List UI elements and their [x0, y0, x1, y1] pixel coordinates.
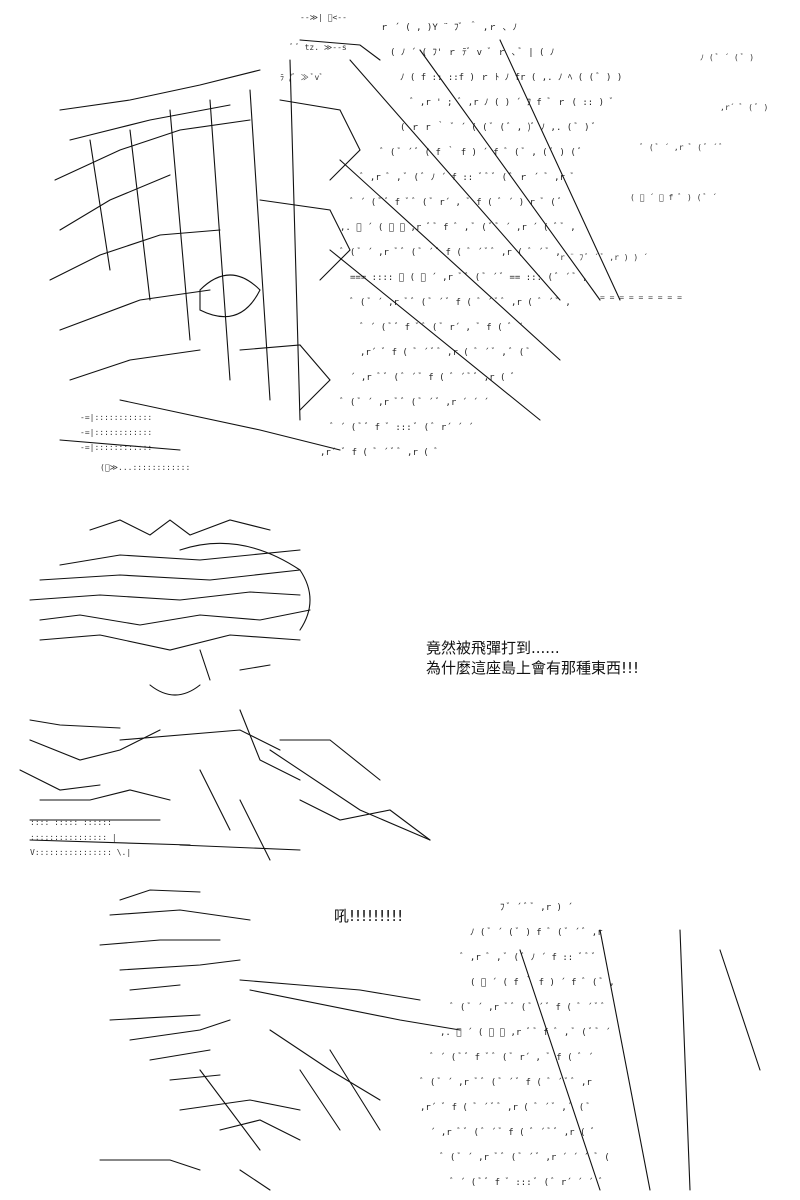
- svg-text:ﾞ ( ﾞ ´ ,r ﾞ ﾞ ( ﾞ ´ ﾞ f ( ﾞ: ﾞ ( ﾞ ´ ,r ﾞ ﾞ ( ﾞ ´ ﾞ f ( ﾞ ´ ﾞ ﾞ ,r ( …: [340, 247, 561, 258]
- svg-text:V:::::::::::::::: \.|: V:::::::::::::::: \.|: [30, 848, 131, 857]
- svg-text:ﾞ ´ ( ﾞ ﾞ f ﾞ ﾞ ( ﾞ r´ , ﾞ: ﾞ ´ ( ﾞ ﾞ f ﾞ ﾞ ( ﾞ r´ , ﾞ f ( ﾞ ´: [360, 322, 523, 333]
- svg-text:ﾞ ´ ( ﾞ ﾞ f ﾞ ::: ﾞ ( ﾞ r´ ´ ´: ﾞ ´ ( ﾞ ﾞ f ﾞ ::: ﾞ ( ﾞ r´ ´ ´ ﾞ: [450, 1177, 603, 1188]
- svg-text:ﾉ ( f :: ::f ) ｒ ﾄ ﾉ fr (: ﾉ ( f :: ::f ) ｒ ﾄ ﾉ fr ( ,. ﾉ ﾍ ( ( ﾞ )…: [400, 72, 622, 83]
- svg-text:´ ,r ﾞ ﾞ ( ﾞ ´ ﾞ f ( ﾞ ´ ﾞ ﾞ ,: ´ ,r ﾞ ﾞ ( ﾞ ´ ﾞ f ( ﾞ ´ ﾞ ﾞ ,r ( ﾞ: [430, 1127, 595, 1138]
- svg-text:ﾞ ( ﾞ ´ ,r ﾞ ﾞ ( ﾞ ´ ﾞ ,r ´ ´: ﾞ ( ﾞ ´ ,r ﾞ ﾞ ( ﾞ ´ ﾞ ,r ´ ´ ´: [340, 397, 489, 408]
- svg-text:ﾞ ,r ﾞ , ﾞ ( ﾞ ﾉ ´ f :: ﾞ ﾞ: ﾞ ,r ﾞ , ﾞ ( ﾞ ﾉ ´ f :: ﾞ ﾞ ﾞ: [460, 952, 596, 963]
- man-body: [19, 709, 431, 861]
- svg-text:ﾌ ﾞ ´ ﾞ ﾞ ,r ) ´: ﾌ ﾞ ´ ﾞ ﾞ ,r ) ´: [500, 902, 573, 913]
- debris-figure-left: [49, 39, 381, 451]
- svg-text:ﾞ ´ ( ﾞ ﾞ f ﾞ ::: ﾞ ( ﾞ r´ ´ ´: ﾞ ´ ( ﾞ ﾞ f ﾞ ::: ﾞ ( ﾞ r´ ´ ´: [330, 422, 473, 433]
- shout-text: 吼!!!!!!!!!: [334, 907, 404, 925]
- svg-text:ﾞ ( ﾞ ´ ,r ﾞ ﾞ ( ﾞ ´ ﾞ f ( ﾞ: ﾞ ( ﾞ ´ ,r ﾞ ﾞ ( ﾞ ´ ﾞ f ( ﾞ ´ ﾞ ﾞ ,r ( …: [350, 297, 571, 308]
- svg-text:,r´ ﾞ f ( ﾞ ´ ﾞ ﾞ ,r ( ﾞ: ,r´ ﾞ f ( ﾞ ´ ﾞ ﾞ ,r ( ﾞ: [320, 447, 439, 458]
- shout-art: ﾌ ﾞ ´ ﾞ ﾞ ,r ) ´ ﾉ ( ﾞ ´ ( ﾞ ) f ﾞ ( ﾞ ´…: [99, 889, 761, 1191]
- speed-lines: [329, 39, 621, 421]
- svg-text:,r´ ﾞ ( ﾞ ): ,r´ ﾞ ( ﾞ ): [720, 102, 768, 112]
- dialogue-line-2: 為什麼這座島上會有那種東西!!!: [426, 659, 640, 677]
- svg-text:ﾞ ( ﾞ ´ ,r ﾞ ( ﾞ ´ ﾞ: ﾞ ( ﾞ ´ ,r ﾞ ( ﾞ ´ ﾞ: [640, 142, 723, 152]
- svg-text:r ¨ ﾌ ﾞ ´ ﾞ ,r ) ) ´: r ¨ ﾌ ﾞ ´ ﾞ ,r ) ) ´: [560, 252, 648, 262]
- svg-text::::: ::::: ::::::: :::: ::::: ::::::: [30, 818, 112, 827]
- svg-text::::::::::::::::: |: :::::::::::::::: |: [30, 833, 117, 842]
- man-head: [29, 519, 311, 696]
- svg-text:,. ﾞ ´ ( ﾞ ﾞ ,r ﾞ ﾞ f ﾞ , ﾞ: ,. ﾞ ´ ( ﾞ ﾞ ,r ﾞ ﾞ f ﾞ , ﾞ ( ﾞ ﾞ ´ ,r ´…: [340, 222, 576, 233]
- man-shouting: [99, 889, 461, 1191]
- left-ascii-marks: -=|:::::::::::: -=|:::::::::::: -=|:::::…: [80, 13, 347, 472]
- explosion-art: ｒ ´ ( , )Y ¨ ﾌﾞ ＾ ,ｒ ､ ﾉ ( ﾉ ´ ( ﾌ' ｒ ﾃﾞ…: [49, 13, 768, 472]
- svg-text:ﾉ ( ﾞ ´ ( ﾞ ): ﾉ ( ﾞ ´ ( ﾞ ): [700, 52, 754, 62]
- svg-text:ﾞ ( ﾞ ´ ,r ﾞ ﾞ ( ﾞ ´ ﾞ f ( ﾞ ´: ﾞ ( ﾞ ´ ,r ﾞ ﾞ ( ﾞ ´ ﾞ f ( ﾞ ´ ﾞ ﾞ ,r: [420, 1077, 592, 1088]
- svg-text:(ﾞ≫...::::::::::::: (ﾞ≫...::::::::::::: [100, 463, 190, 472]
- svg-text:ｒ ´ ( , )Y ¨ ﾌﾞ ＾ ,ｒ ､ ﾉ: ｒ ´ ( , )Y ¨ ﾌﾞ ＾ ,ｒ ､ ﾉ: [380, 20, 517, 33]
- explosion-cloud-right: ｒ ´ ( , )Y ¨ ﾌﾞ ＾ ,ｒ ､ ﾉ ( ﾉ ´ ( ﾌ' ｒ ﾃﾞ…: [320, 20, 768, 458]
- svg-text:( ﾞ ´ ﾞ f ﾞ ) ( ﾞ ´: ( ﾞ ´ ﾞ f ﾞ ) ( ﾞ ´: [630, 192, 717, 202]
- svg-text:ﾞ ´ ( ﾞ ﾞ f ﾞ ﾞ ( ﾞ r´ , ﾞ: ﾞ ´ ( ﾞ ﾞ f ﾞ ﾞ ( ﾞ r´ , ﾞ f ( ﾞ ´ ) r ﾞ…: [350, 197, 562, 208]
- svg-text:( ｒ r ｀ ﾞ ´ ( ( ﾞ ( ﾞ , )ﾞ: ( ｒ r ｀ ﾞ ´ ( ( ﾞ ( ﾞ , )ﾞ ﾉ ,. ( ﾞ ) ﾞ: [400, 120, 596, 133]
- svg-text:´ ,r ﾞ ﾞ ( ﾞ ´ ﾞ f ( ﾞ ´ ﾞ ﾞ ,: ´ ,r ﾞ ﾞ ( ﾞ ´ ﾞ f ( ﾞ ´ ﾞ ﾞ ,r ( ﾞ: [350, 372, 515, 383]
- svg-text:ﾉ ( ﾞ ´ ( ﾞ ) f ﾞ ( ﾞ ´ ﾞ: ﾉ ( ﾞ ´ ( ﾞ ) f ﾞ ( ﾞ ´ ﾞ ,r: [470, 927, 603, 938]
- svg-text:ﾞ ´ ( ﾞ ﾞ f ﾞ ﾞ ( ﾞ r´ , ﾞ f (: ﾞ ´ ( ﾞ ﾞ f ﾞ ﾞ ( ﾞ r´ , ﾞ f ( ﾞ ´: [430, 1052, 593, 1063]
- ground-texture: :::: ::::: :::::: :::::::::::::::: | V::…: [30, 818, 131, 857]
- explosion-cloud-lower: ﾌ ﾞ ´ ﾞ ﾞ ,r ) ´ ﾉ ( ﾞ ´ ( ﾞ ) f ﾞ ( ﾞ ´…: [420, 902, 761, 1191]
- svg-text:( ﾉ ´ ( ﾌ' ｒ ﾃﾞ v ﾞ ｒ ､ ﾞ: ( ﾉ ´ ( ﾌ' ｒ ﾃﾞ v ﾞ ｒ ､ ﾞ | ( ﾉ: [390, 47, 554, 58]
- svg-text:ﾞ ,r ' ; ﾞ ,r ﾉ ( ) ´ ﾌ f: ﾞ ,r ' ; ﾞ ,r ﾉ ( ) ´ ﾌ f ﾞ ｒ ( :: ) ﾞ: [410, 97, 614, 108]
- svg-text:ﾞ ( ﾞ ´ ﾞ ( f ｀ f ) ´ f ﾞ: ﾞ ( ﾞ ´ ﾞ ( f ｀ f ) ´ f ﾞ ( ﾞ , ( ﾞ ) ( …: [380, 145, 582, 158]
- svg-text:ﾞ ﾞ tz. ≫--s: ﾞ ﾞ tz. ≫--s: [290, 43, 347, 52]
- svg-text:,r´ ﾞ f ( ﾞ ´ ﾞ ﾞ ,r ( ﾞ ´ ﾞ ,: ,r´ ﾞ f ( ﾞ ´ ﾞ ﾞ ,r ( ﾞ ´ ﾞ , ﾞ ( ﾞ: [360, 347, 531, 358]
- svg-text:ﾞ ,r ﾞ , ﾞ ( ﾞ ﾉ ´ f :: ﾞ: ﾞ ,r ﾞ , ﾞ ( ﾞ ﾉ ´ f :: ﾞ ﾞ ﾞ ( ﾞ ｒ ´ ﾞ …: [360, 172, 575, 183]
- svg-text:,. ﾞ ´ ( ﾞ ﾞ ,r ﾞ ﾞ f ﾞ , ﾞ (: ,. ﾞ ´ ( ﾞ ﾞ ,r ﾞ ﾞ f ﾞ , ﾞ ( ﾞ ﾞ ´: [440, 1027, 611, 1038]
- svg-text:,r´ ﾞ f ( ﾞ ´ ﾞ ﾞ ,r ( ﾞ ´ ﾞ ,: ,r´ ﾞ f ( ﾞ ´ ﾞ ﾞ ,r ( ﾞ ´ ﾞ , ﾞ ( ﾞ: [420, 1102, 591, 1113]
- svg-text:-=|::::::::::::: -=|::::::::::::: [80, 443, 152, 452]
- svg-text:( ﾞ ´ ( f ｀ f ) ´ f ﾞ ( ﾞ: ( ﾞ ´ ( f ｀ f ) ´ f ﾞ ( ﾞ ,: [470, 975, 615, 988]
- svg-text:ﾞ ( ﾞ ´ ,r ﾞ ﾞ ( ﾞ ´ ﾞ ,r ´ ´: ﾞ ( ﾞ ´ ,r ﾞ ﾞ ( ﾞ ´ ﾞ ,r ´ ´ ´ ﾞ (: [440, 1152, 610, 1163]
- svg-text:-=|::::::::::::: -=|::::::::::::: [80, 413, 152, 422]
- svg-text:ﾗ /ﾞ ≫ ﾞvﾞ: ﾗ /ﾞ ≫ ﾞvﾞ: [280, 73, 323, 82]
- panel-man-hiding: :::: ::::: :::::: :::::::::::::::: | V::…: [0, 500, 800, 870]
- svg-text:-=|::::::::::::: -=|::::::::::::: [80, 428, 152, 437]
- svg-text:--≫| ﾞ<--: --≫| ﾞ<--: [300, 13, 347, 22]
- svg-text:= = = = = = = = =: = = = = = = = = =: [600, 293, 682, 302]
- man-hiding-art: :::: ::::: :::::: :::::::::::::::: | V::…: [19, 519, 431, 861]
- svg-text:ﾞ ( ﾞ ´ ,r ﾞ ﾞ ( ﾞ ´ ﾞ f ( ﾞ ´: ﾞ ( ﾞ ´ ,r ﾞ ﾞ ( ﾞ ´ ﾞ f ( ﾞ ´ ﾞ ﾞ: [450, 1002, 606, 1013]
- panel-shout: ﾌ ﾞ ´ ﾞ ﾞ ,r ) ´ ﾉ ( ﾞ ´ ( ﾞ ) f ﾞ ( ﾞ ´…: [0, 870, 800, 1200]
- panel-explosion: ｒ ´ ( , )Y ¨ ﾌﾞ ＾ ,ｒ ､ ﾉ ( ﾉ ´ ( ﾌ' ｒ ﾃﾞ…: [0, 0, 800, 480]
- dialogue-line-1: 竟然被飛彈打到......: [426, 639, 560, 657]
